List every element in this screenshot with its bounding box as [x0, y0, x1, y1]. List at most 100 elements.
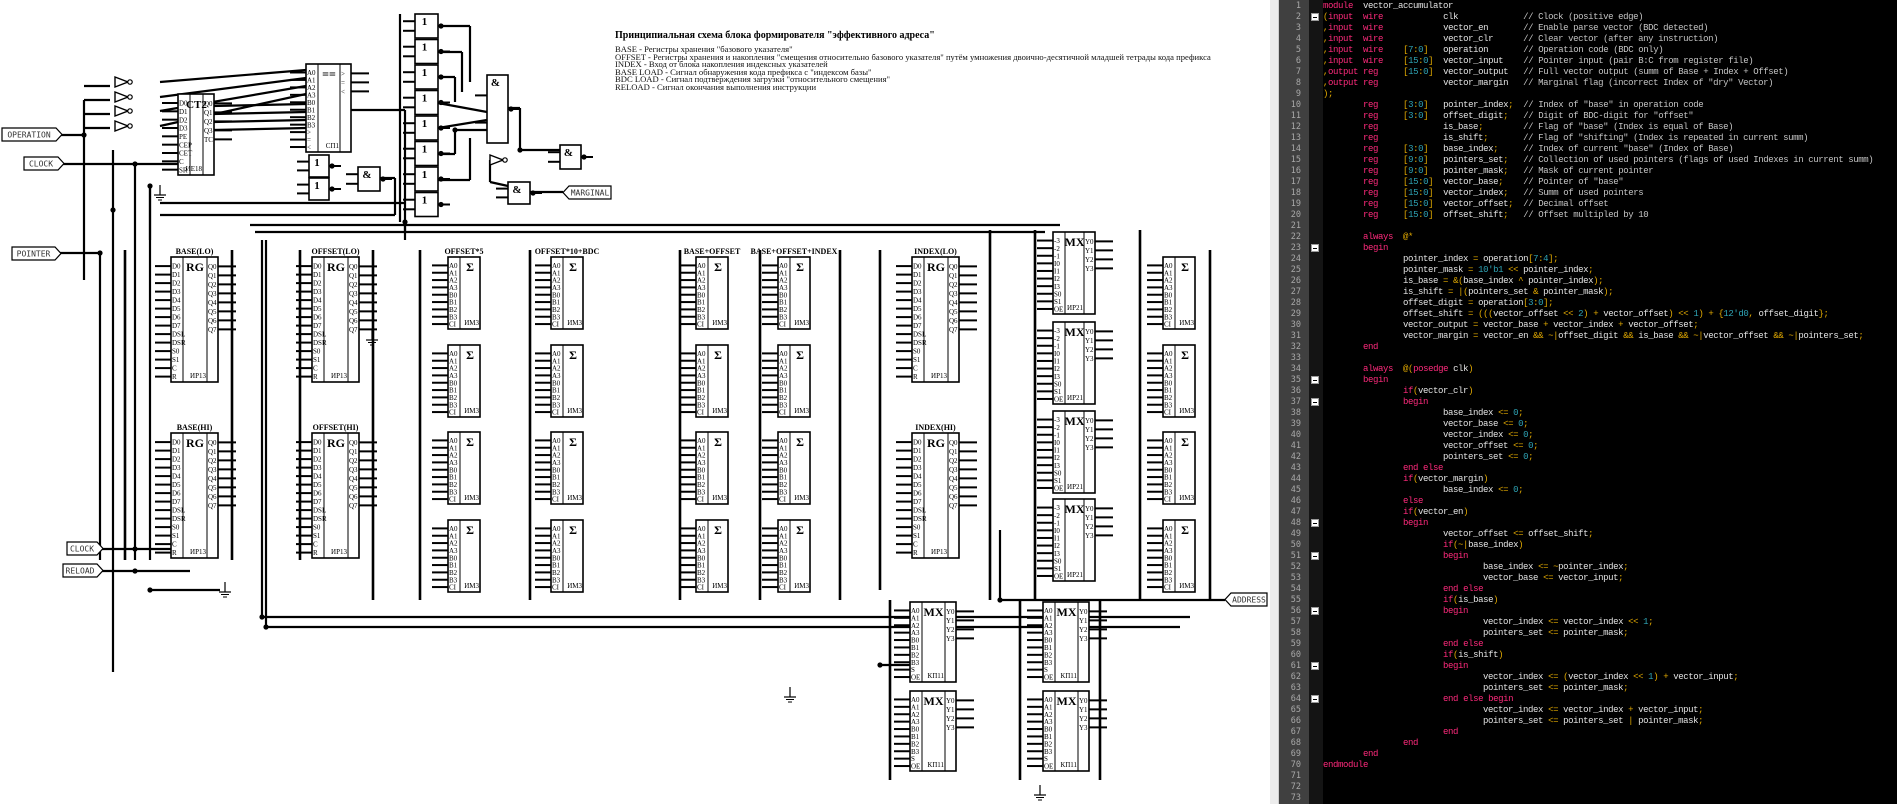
code-line[interactable]: 48 begin	[1279, 517, 1897, 528]
code-line[interactable]: 4,input wire vector_clr // Clear vector …	[1279, 33, 1897, 44]
code-line[interactable]: 60 if(is_shift)	[1279, 649, 1897, 660]
code-line[interactable]: 17 reg [15:0] vector_base; // Pointer of…	[1279, 176, 1897, 187]
code-line[interactable]: 8,output reg vector_margin // Marginal f…	[1279, 77, 1897, 88]
code-line[interactable]: 29 offset_shift = (((vector_offset << 2)…	[1279, 308, 1897, 319]
wire	[489, 180, 509, 188]
code-operator: (	[1413, 385, 1419, 396]
code-line[interactable]: 41 vector_offset <= 0;	[1279, 440, 1897, 451]
code-line[interactable]: 5,input wire [7:0] operation // Operatio…	[1279, 44, 1897, 55]
code-line[interactable]: 59 end else	[1279, 638, 1897, 649]
code-line[interactable]: 22 always @*	[1279, 231, 1897, 242]
code-line[interactable]: 30 vector_output = vector_base + vector_…	[1279, 319, 1897, 330]
code-line[interactable]: 46 else	[1279, 495, 1897, 506]
code-line[interactable]: 34 always @(posedge clk)	[1279, 363, 1897, 374]
code-line[interactable]: 26 is_base = &(base_index ^ pointer_inde…	[1279, 275, 1897, 286]
code-line[interactable]: 19 reg [15:0] vector_offset; // Decimal …	[1279, 198, 1897, 209]
fold-collapse-icon[interactable]	[1311, 244, 1319, 252]
code-operator: <=	[1498, 407, 1509, 418]
code-line[interactable]: 9);	[1279, 88, 1897, 99]
code-line[interactable]: 52 base_index <= ~pointer_index;	[1279, 561, 1897, 572]
fold-collapse-icon[interactable]	[1311, 13, 1319, 21]
fold-collapse-icon[interactable]	[1311, 662, 1319, 670]
code-line[interactable]: 11 reg [3:0] offset_digit; // Digit of B…	[1279, 110, 1897, 121]
code-text: end else begin	[1323, 694, 1513, 704]
code-line[interactable]: 56 begin	[1279, 605, 1897, 616]
code-line[interactable]: 63 pointers_set <= pointer_mask;	[1279, 682, 1897, 693]
code-line[interactable]: 50 if(~|base_index)	[1279, 539, 1897, 550]
chip-body	[695, 256, 729, 330]
code-line[interactable]: 55 if(is_base)	[1279, 594, 1897, 605]
code-line[interactable]: 54 end else	[1279, 583, 1897, 594]
code-line[interactable]: 15 reg [9:0] pointers_set; // Collection…	[1279, 154, 1897, 165]
code-line[interactable]: 36 if(vector_clr)	[1279, 385, 1897, 396]
code-line[interactable]: 6,input wire [15:0] vector_input // Poin…	[1279, 55, 1897, 66]
code-line[interactable]: 3,input wire vector_en // Enable parse v…	[1279, 22, 1897, 33]
code-line[interactable]: 12 reg is_base; // Flag of "base" (Index…	[1279, 121, 1897, 132]
code-line[interactable]: 53 vector_base <= vector_input;	[1279, 572, 1897, 583]
code-line[interactable]: 21	[1279, 220, 1897, 231]
code-line[interactable]: 73	[1279, 792, 1897, 803]
code-line[interactable]: 14 reg [3:0] base_index; // Index of cur…	[1279, 143, 1897, 154]
code-line[interactable]: 16 reg [9:0] pointer_mask; // Mask of cu…	[1279, 165, 1897, 176]
code-line[interactable]: 32 end	[1279, 341, 1897, 352]
code-line[interactable]: 25 pointer_mask = 10'b1 << pointer_index…	[1279, 264, 1897, 275]
code-line[interactable]: 7,output reg [15:0] vector_output // Ful…	[1279, 66, 1897, 77]
fold-collapse-icon[interactable]	[1311, 376, 1319, 384]
code-token	[1323, 463, 1403, 473]
code-line[interactable]: 44 if(vector_margin)	[1279, 473, 1897, 484]
code-line[interactable]: 68 end	[1279, 737, 1897, 748]
code-line[interactable]: 23 begin	[1279, 242, 1897, 253]
code-line[interactable]: 43 end else	[1279, 462, 1897, 473]
fold-collapse-icon[interactable]	[1311, 695, 1319, 703]
code-line[interactable]: 66 pointers_set <= pointers_set | pointe…	[1279, 715, 1897, 726]
chip-symbol: MX	[1065, 325, 1085, 339]
line-number: 48	[1290, 517, 1301, 528]
fold-collapse-icon[interactable]	[1311, 552, 1319, 560]
code-line[interactable]: 65 vector_index <= vector_index + vector…	[1279, 704, 1897, 715]
code-line[interactable]: 37 begin	[1279, 396, 1897, 407]
fold-slot	[1301, 308, 1323, 319]
code-line[interactable]: 40 vector_index <= 0;	[1279, 429, 1897, 440]
pane-splitter[interactable]	[1270, 0, 1279, 804]
code-line[interactable]: 33	[1279, 352, 1897, 363]
code-line[interactable]: 71	[1279, 770, 1897, 781]
code-line[interactable]: 62 vector_index <= (vector_index << 1) +…	[1279, 671, 1897, 682]
code-line[interactable]: 69 end	[1279, 748, 1897, 759]
code-line[interactable]: 72	[1279, 781, 1897, 792]
code-line[interactable]: 47 if(vector_en)	[1279, 506, 1897, 517]
code-line[interactable]: 27 is_shift = |(pointers_set & pointer_m…	[1279, 286, 1897, 297]
fold-slot	[1301, 539, 1323, 550]
code-line[interactable]: 18 reg [15:0] vector_index; // Summ of u…	[1279, 187, 1897, 198]
code-line[interactable]: 20 reg [15:0] offset_shift; // Offset mu…	[1279, 209, 1897, 220]
fold-collapse-icon[interactable]	[1311, 519, 1319, 527]
code-line[interactable]: 39 vector_base <= 0;	[1279, 418, 1897, 429]
pin-label: SR	[179, 166, 188, 174]
code-line[interactable]: 24 pointer_index = operation[7:4];	[1279, 253, 1897, 264]
code-line[interactable]: 58 pointers_set <= pointer_mask;	[1279, 627, 1897, 638]
code-line[interactable]: 67 end	[1279, 726, 1897, 737]
code-line[interactable]: 61 begin	[1279, 660, 1897, 671]
code-line[interactable]: 45 base_index <= 0;	[1279, 484, 1897, 495]
code-keyword: input	[1328, 11, 1354, 22]
code-line[interactable]: 42 pointers_set <= 0;	[1279, 451, 1897, 462]
fold-collapse-icon[interactable]	[1311, 398, 1319, 406]
code-line[interactable]: 13 reg is_shift; // Flag of "shifting" (…	[1279, 132, 1897, 143]
code-line[interactable]: 28 offset_digit = operation[3:0];	[1279, 297, 1897, 308]
code-line[interactable]: 10 reg [3:0] pointer_index; // Index of …	[1279, 99, 1897, 110]
code-line[interactable]: 57 vector_index <= vector_index << 1;	[1279, 616, 1897, 627]
fold-collapse-icon[interactable]	[1311, 607, 1319, 615]
pin-label: Q4	[208, 475, 217, 483]
code-line[interactable]: 51 begin	[1279, 550, 1897, 561]
code-line[interactable]: 35 begin	[1279, 374, 1897, 385]
code-line[interactable]: 49 vector_offset <= offset_shift;	[1279, 528, 1897, 539]
code-line[interactable]: 2(input wire clk // Clock (positive edge…	[1279, 11, 1897, 22]
code-line[interactable]: 64 end else begin	[1279, 693, 1897, 704]
fold-slot	[1301, 583, 1323, 594]
code-line[interactable]: 31 vector_margin = vector_en && ~|offset…	[1279, 330, 1897, 341]
code-line[interactable]: 38 base_index <= 0;	[1279, 407, 1897, 418]
